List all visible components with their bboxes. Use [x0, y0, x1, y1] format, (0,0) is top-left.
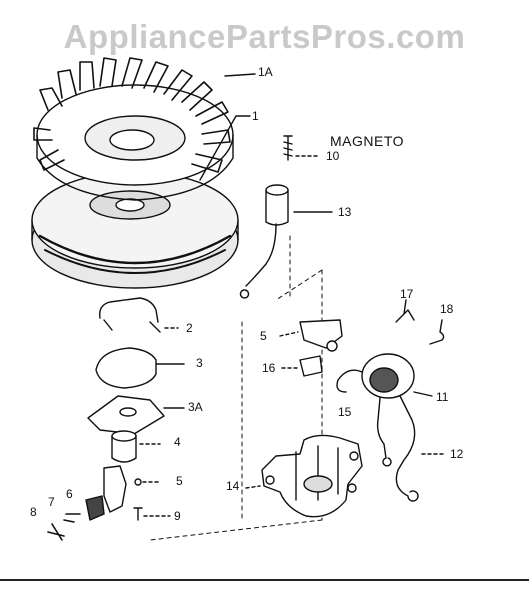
- callout-15: 15: [338, 405, 352, 419]
- callout-12: 12: [450, 447, 464, 461]
- part-17: [395, 299, 415, 323]
- callout-1A: 1A: [258, 65, 273, 79]
- part-4: [111, 435, 137, 463]
- part-18: [429, 319, 445, 345]
- callout-14: 14: [226, 479, 240, 493]
- watermark: AppliancePartsPros.com: [63, 18, 466, 55]
- callout-11: 11: [436, 390, 449, 404]
- callout-4: 4: [174, 435, 181, 449]
- callout-17: 17: [400, 287, 414, 301]
- bottom-rule: [0, 579, 529, 581]
- callout-3: 3: [196, 356, 203, 370]
- callout-9: 9: [174, 509, 181, 523]
- part-16: [299, 355, 323, 377]
- callout-7: 7: [48, 495, 55, 509]
- callout-5-upper: 5: [260, 329, 267, 343]
- callout-2: 2: [186, 321, 193, 335]
- callout-5-lower: 5: [176, 474, 183, 488]
- callout-8: 8: [30, 505, 37, 519]
- callout-16: 16: [262, 361, 276, 375]
- callout-1: 1: [252, 109, 259, 123]
- part-14: [261, 434, 363, 518]
- part-3: [95, 347, 157, 389]
- part-10: [283, 135, 293, 161]
- diagram-title: MAGNETO: [330, 133, 405, 149]
- callout-13: 13: [338, 205, 352, 219]
- part-2: [99, 297, 161, 333]
- flywheel: [31, 57, 239, 289]
- callout-10: 10: [326, 149, 340, 163]
- leader-1A: [224, 73, 256, 77]
- part-3A: [87, 395, 165, 435]
- callout-18: 18: [440, 302, 454, 316]
- leader-1: [199, 115, 251, 181]
- lower-bracket: [103, 465, 127, 513]
- callout-3A: 3A: [188, 400, 203, 414]
- part-11: [336, 353, 433, 502]
- callout-6: 6: [66, 487, 73, 501]
